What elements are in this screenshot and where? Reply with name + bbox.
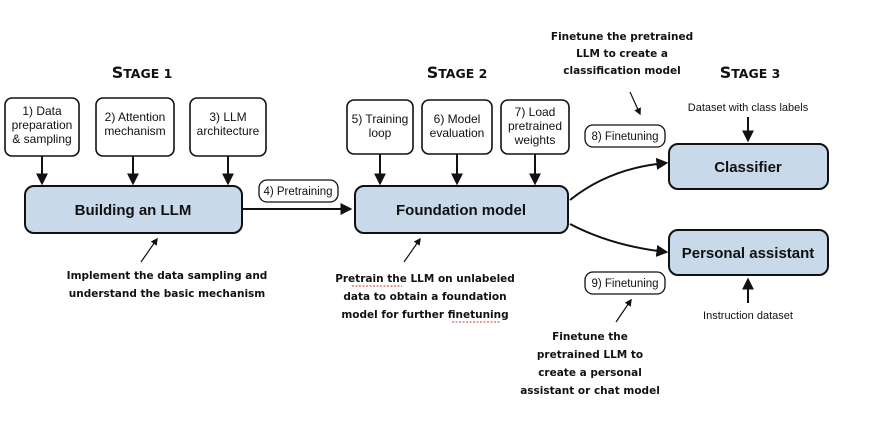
step-line: 5) Training bbox=[352, 112, 409, 126]
building-llm-label: Building an LLM bbox=[75, 202, 192, 219]
pointer-arrow bbox=[615, 298, 632, 323]
personal-assistant-box: Personal assistant bbox=[668, 229, 829, 276]
pointer-arrow bbox=[140, 237, 158, 263]
finetuning-9-label: 9) Finetuning bbox=[591, 278, 658, 290]
stage-1-note-line: Implement the data sampling and bbox=[67, 270, 268, 282]
arrow-to-assistant bbox=[569, 223, 669, 257]
step-box-training-loop: 5) Training loop bbox=[346, 99, 414, 155]
stage-1-note-line: understand the basic mechanism bbox=[69, 288, 266, 300]
step-line: 2) Attention bbox=[105, 110, 166, 124]
step-line: 3) LLM bbox=[209, 110, 246, 124]
step-line: evaluation bbox=[430, 126, 485, 140]
finetuning-8-pill: 8) Finetuning bbox=[584, 124, 666, 148]
step-line: 7) Load bbox=[515, 105, 556, 119]
step-line: pretrained bbox=[508, 119, 562, 133]
stage-2-note-line: data to obtain a foundation bbox=[343, 291, 506, 303]
step-line: 1) Data bbox=[22, 104, 62, 118]
foundation-model-box: Foundation model bbox=[354, 185, 569, 234]
step-box-attention-mechanism: 2) Attention mechanism bbox=[95, 97, 175, 157]
classification-note-line: classification model bbox=[563, 65, 680, 77]
assistant-note-line: pretrained LLM to bbox=[537, 349, 643, 361]
step-line: & sampling bbox=[12, 132, 71, 146]
assistant-note-line: Finetune the bbox=[552, 331, 628, 343]
step-box-data-preparation: 1) Data preparation & sampling bbox=[4, 97, 80, 157]
pointer-arrow bbox=[403, 237, 421, 263]
class-labels-dataset: Dataset with class labels bbox=[688, 102, 809, 114]
step-line: loop bbox=[369, 126, 392, 140]
building-llm-box: Building an LLM bbox=[24, 185, 243, 234]
arrow-to-classifier bbox=[569, 157, 669, 201]
stage-2-note-line: Pretrain the LLM on unlabeled bbox=[335, 273, 515, 285]
stage-2-note-line: model for further finetuning bbox=[341, 309, 508, 321]
finetuning-8-label: 8) Finetuning bbox=[591, 131, 658, 143]
personal-assistant-label: Personal assistant bbox=[682, 245, 815, 262]
step-line: architecture bbox=[197, 124, 260, 138]
step-box-llm-architecture: 3) LLM architecture bbox=[189, 97, 267, 157]
step-line: weights bbox=[514, 133, 556, 147]
step-line: preparation bbox=[12, 118, 73, 132]
step-line: 6) Model bbox=[434, 112, 481, 126]
foundation-model-label: Foundation model bbox=[396, 202, 526, 219]
assistant-note-line: create a personal bbox=[538, 367, 642, 379]
classifier-label: Classifier bbox=[714, 159, 782, 176]
pretraining-pill: 4) Pretraining bbox=[258, 179, 339, 203]
instruction-dataset: Instruction dataset bbox=[703, 310, 793, 322]
stage-3-heading: STAGE 3 bbox=[720, 63, 781, 82]
stage-2-heading: STAGE 2 bbox=[427, 63, 488, 82]
step-line: mechanism bbox=[104, 124, 165, 138]
step-box-model-evaluation: 6) Model evaluation bbox=[421, 99, 493, 155]
stage-1-heading: STAGE 1 bbox=[112, 63, 173, 82]
classification-note-line: LLM to create a bbox=[576, 48, 668, 60]
step-box-load-weights: 7) Load pretrained weights bbox=[500, 99, 570, 155]
finetuning-9-pill: 9) Finetuning bbox=[584, 271, 666, 295]
pointer-arrow bbox=[629, 91, 641, 116]
classifier-box: Classifier bbox=[668, 143, 829, 190]
assistant-note-line: assistant or chat model bbox=[520, 385, 660, 397]
classification-note-line: Finetune the pretrained bbox=[551, 31, 693, 43]
pretraining-label: 4) Pretraining bbox=[263, 186, 332, 198]
